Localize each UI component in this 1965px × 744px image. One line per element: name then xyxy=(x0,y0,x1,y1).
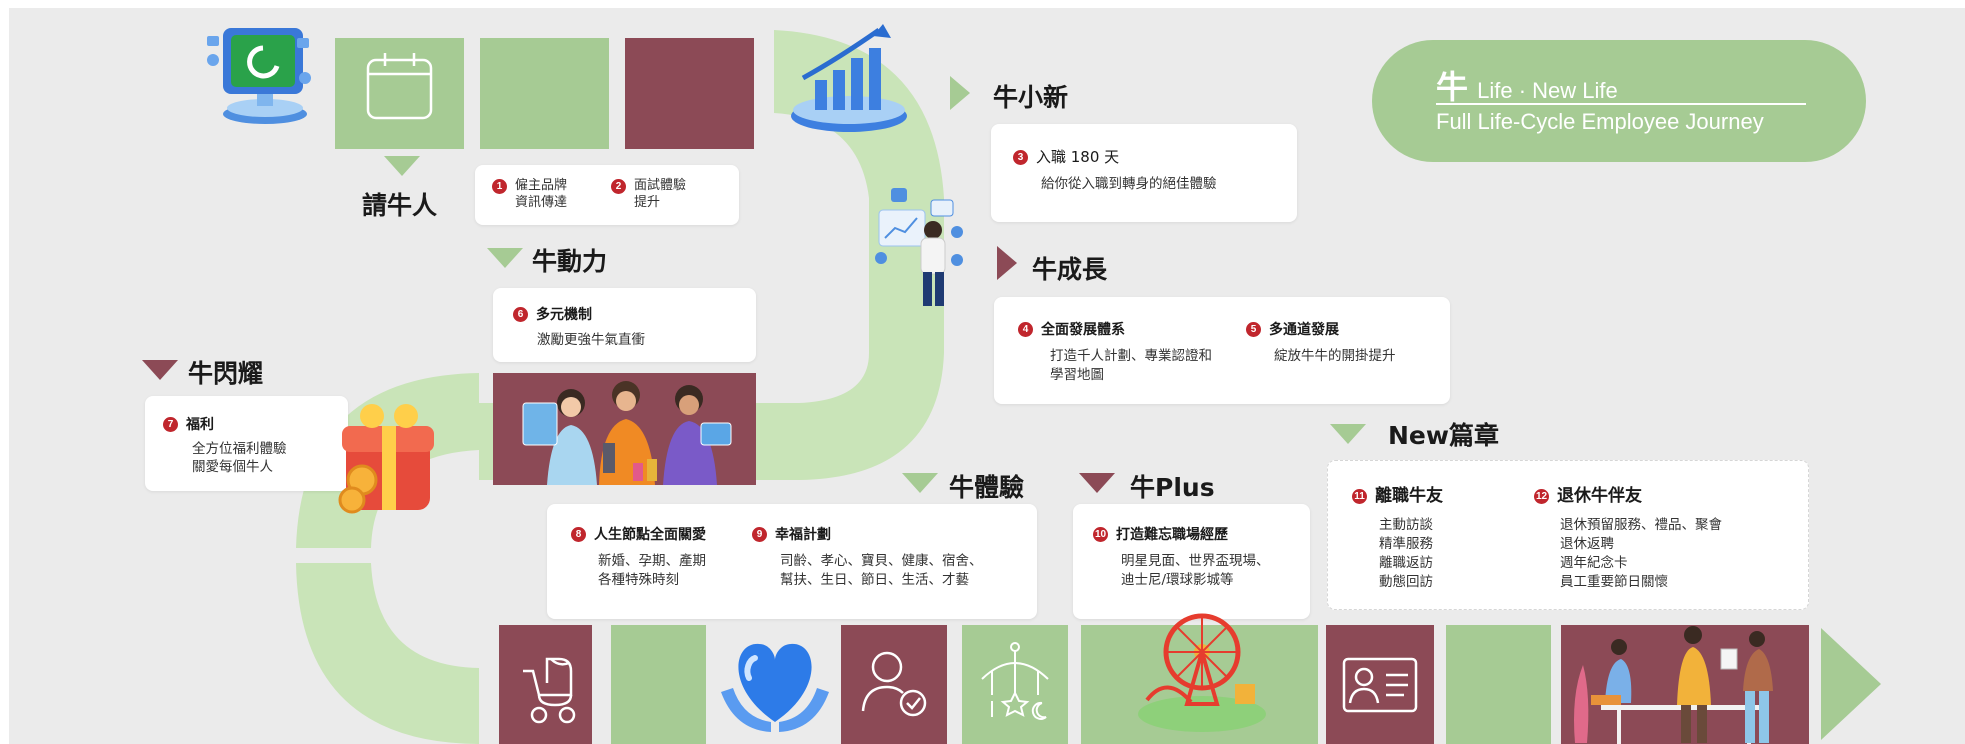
scientists-illustration xyxy=(522,381,732,485)
baby-mobile-icon xyxy=(981,642,1049,720)
id-card-tile xyxy=(1326,625,1434,744)
green-tile-3 xyxy=(1446,625,1551,744)
header-divider xyxy=(1436,103,1806,105)
section-title-motivation: 牛動力 xyxy=(532,247,608,276)
header-subtitle-1: Life · New Life xyxy=(1477,78,1618,103)
stroller-tile xyxy=(499,625,592,744)
person-check-tile xyxy=(841,625,947,744)
header-subtitle-2: Full Life-Cycle Employee Journey xyxy=(1436,109,1764,134)
section-title-newbie: 牛小新 xyxy=(993,83,1069,112)
newbie-marker xyxy=(950,76,970,110)
maroon-tile xyxy=(625,38,754,149)
ferris-wheel-icon xyxy=(1138,613,1266,732)
computer-app-icon xyxy=(207,28,311,124)
section-title-shine: 牛閃耀 xyxy=(188,359,264,388)
card-hire: 1 僱主品牌 資訊傳達 2 面試體驗 提升 xyxy=(475,165,739,225)
card-item-1: 1 僱主品牌 資訊傳達 xyxy=(492,177,567,211)
card-item-2: 2 面試體驗 提升 xyxy=(611,177,686,211)
hire-marker xyxy=(384,156,420,176)
id-card-icon xyxy=(1342,657,1418,713)
scientists-panel xyxy=(493,373,756,485)
new-chapter-marker xyxy=(1330,424,1366,444)
bar-chart-icon xyxy=(791,24,907,132)
calendar-tile xyxy=(335,38,464,149)
analyst-person-icon xyxy=(875,188,963,306)
person-check-icon xyxy=(861,651,927,717)
green-tile-2 xyxy=(611,625,706,744)
motivation-marker xyxy=(487,248,523,268)
growth-marker xyxy=(997,246,1017,280)
section-title-experience: 牛體驗 xyxy=(949,473,1025,502)
brand-char: 牛 xyxy=(1436,68,1469,106)
section-title-plus: 牛Plus xyxy=(1130,473,1215,502)
calendar-icon xyxy=(366,53,433,120)
team-meeting-tile xyxy=(1561,625,1809,744)
plus-marker xyxy=(1079,473,1115,493)
section-title-growth: 牛成長 xyxy=(1032,255,1108,284)
heart-hands-icon xyxy=(721,643,829,732)
green-tile xyxy=(480,38,609,149)
section-title-new-chapter: New篇章 xyxy=(1388,421,1499,450)
team-meeting-icon xyxy=(1574,626,1773,744)
section-title-hire: 請牛人 xyxy=(362,191,438,220)
gift-box-icon xyxy=(338,404,434,514)
experience-marker xyxy=(902,473,938,493)
shine-marker xyxy=(142,360,178,380)
baby-mobile-tile xyxy=(962,625,1068,744)
stroller-icon xyxy=(523,657,576,724)
header-banner: 牛 Life · New Life Full Life-Cycle Employ… xyxy=(1372,40,1866,162)
end-arrow xyxy=(1821,628,1881,740)
